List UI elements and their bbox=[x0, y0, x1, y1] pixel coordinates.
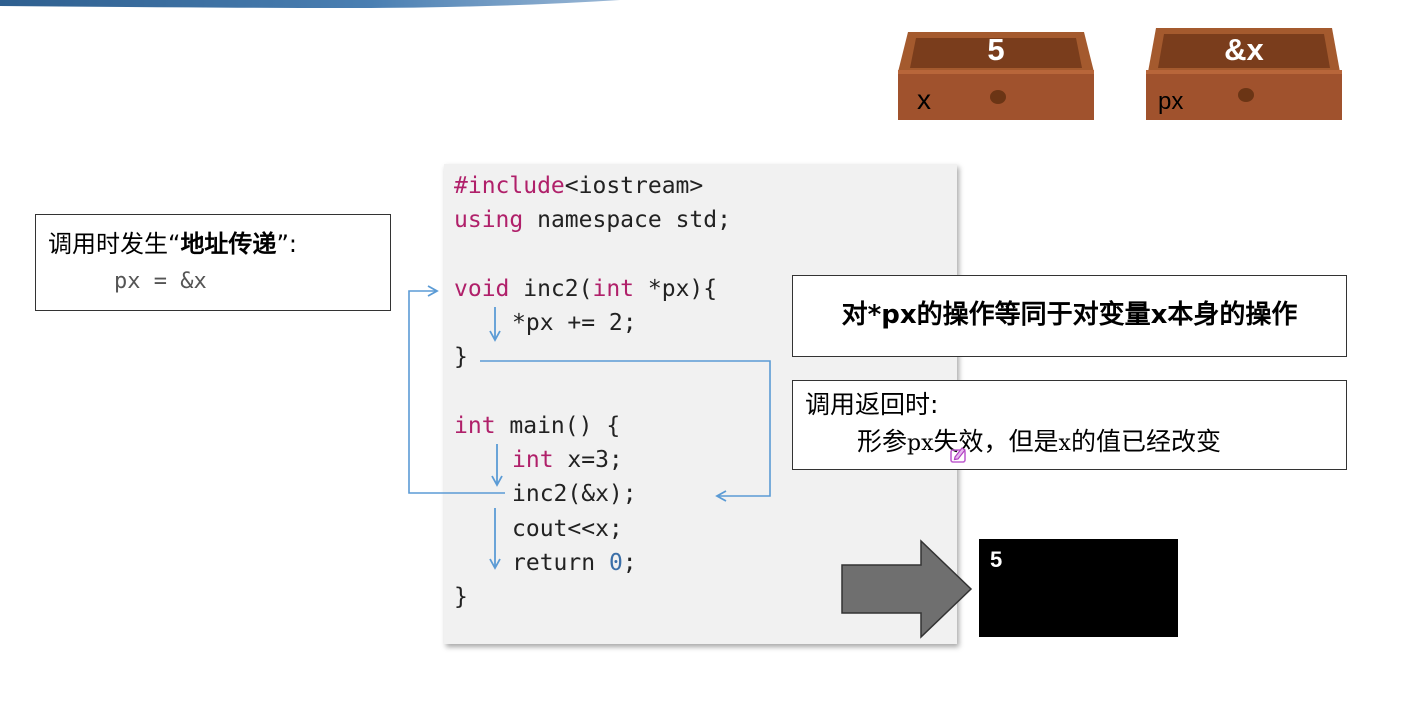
call-info-heading: 调用时发生“地址传递”: bbox=[48, 229, 297, 259]
code-keyword: #include bbox=[454, 173, 565, 199]
note-return-title: 调用返回时: bbox=[805, 390, 939, 419]
note-return-code: x bbox=[1058, 431, 1071, 456]
code-keyword: void bbox=[454, 276, 510, 302]
code-line-7: int x=3; bbox=[512, 445, 623, 475]
code-text: inc2( bbox=[509, 276, 593, 302]
header-stripe bbox=[0, 0, 620, 8]
code-text: ; bbox=[622, 550, 637, 576]
drawer-px: &x px bbox=[1146, 28, 1342, 120]
note-return-code: px bbox=[907, 431, 934, 456]
call-info-code: px = &x bbox=[114, 269, 207, 294]
note-return-text: 失效，但是 bbox=[933, 427, 1059, 456]
code-line-1: #include<iostream> bbox=[454, 171, 703, 201]
code-text: *px){ bbox=[634, 276, 718, 302]
code-line-4: *px += 2; bbox=[512, 310, 637, 336]
code-text: namespace std; bbox=[523, 207, 731, 233]
code-number: 0 bbox=[608, 550, 623, 576]
code-text: main() { bbox=[495, 413, 621, 439]
drawer-px-value: &x bbox=[1224, 32, 1264, 67]
code-line-3: void inc2(int *px){ bbox=[454, 274, 717, 304]
note-return-text: 形参 bbox=[857, 427, 908, 456]
code-line-2: using namespace std; bbox=[454, 205, 731, 235]
drawer-x-label: x bbox=[917, 84, 931, 115]
code-text: return bbox=[512, 550, 609, 576]
code-keyword: int bbox=[454, 413, 496, 439]
edit-icon[interactable] bbox=[949, 444, 969, 464]
code-keyword: int bbox=[512, 447, 554, 473]
code-line-5: } bbox=[454, 344, 468, 370]
console-output-text: 5 bbox=[990, 547, 1003, 572]
code-text: x=3; bbox=[553, 447, 623, 473]
code-line-6: int main() { bbox=[454, 411, 620, 441]
code-keyword: using bbox=[454, 207, 524, 233]
drawer-x: 5 x bbox=[898, 28, 1094, 120]
note-pointer-text: 对*px的操作等同于对变量x本身的操作 bbox=[841, 300, 1298, 330]
code-keyword: int bbox=[592, 276, 635, 302]
note-pointer-operation: 对*px的操作等同于对变量x本身的操作 bbox=[792, 275, 1347, 357]
drawer-px-label: px bbox=[1158, 88, 1184, 115]
call-info-bold: 地址传递 bbox=[180, 230, 277, 258]
call-info-box: 调用时发生“地址传递”: px = &x bbox=[35, 214, 391, 311]
code-line-10: return 0; bbox=[512, 548, 637, 578]
code-line-9: cout<<x; bbox=[512, 516, 623, 542]
call-info-prefix: 调用时发生“ bbox=[48, 230, 181, 258]
code-line-11: } bbox=[454, 584, 468, 610]
note-return: 调用返回时: 形参px失效，但是x的值已经改变 bbox=[792, 380, 1347, 470]
drawer-shape bbox=[898, 32, 1094, 120]
call-info-suffix: ”: bbox=[276, 230, 297, 258]
code-text: <iostream> bbox=[564, 173, 704, 199]
note-return-body: 形参px失效，但是x的值已经改变 bbox=[857, 426, 1221, 460]
drawer-x-value: 5 bbox=[987, 32, 1005, 67]
note-return-text: 的值已经改变 bbox=[1070, 427, 1221, 456]
drawer-shape bbox=[1146, 28, 1342, 120]
console-output: 5 bbox=[979, 539, 1178, 637]
code-line-8: inc2(&x); bbox=[512, 481, 637, 507]
